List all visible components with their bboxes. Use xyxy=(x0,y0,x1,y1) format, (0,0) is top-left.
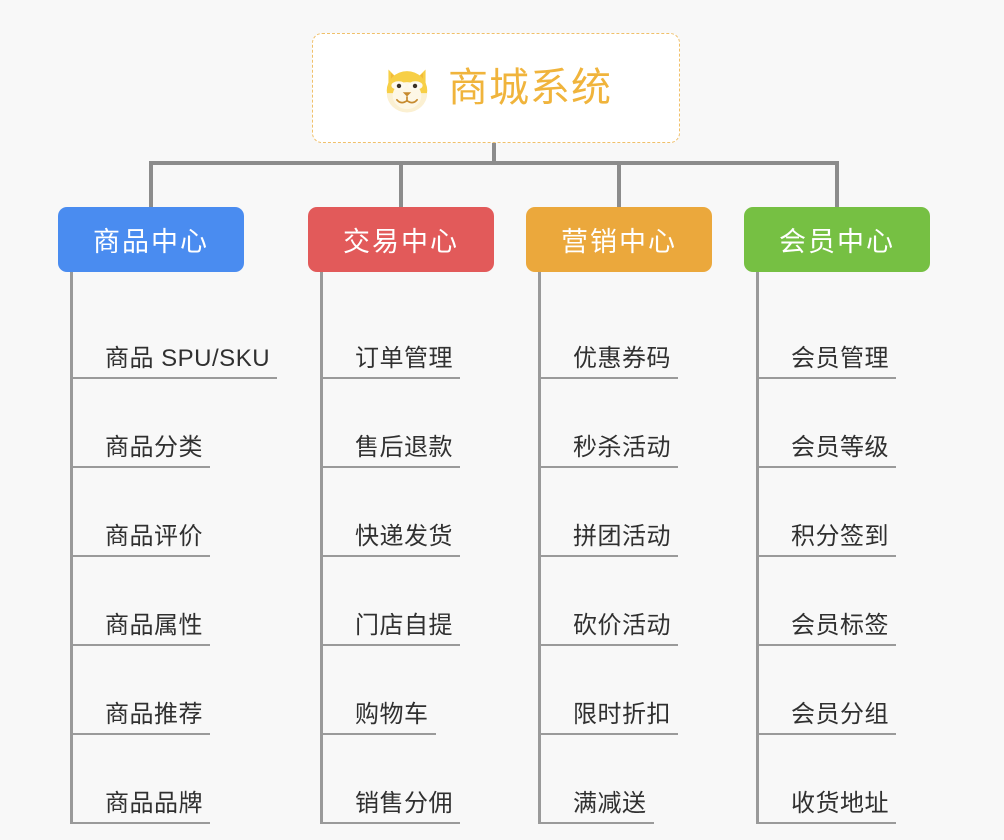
leaf-item-label: 商品品牌 xyxy=(105,790,203,817)
leaf-item[interactable]: 会员分组 xyxy=(756,646,974,735)
leaf-item[interactable]: 会员标签 xyxy=(756,557,974,646)
leaf-item[interactable]: 满减送 xyxy=(538,735,756,824)
leaf-item[interactable]: 销售分佣 xyxy=(320,735,538,824)
leaf-item[interactable]: 秒杀活动 xyxy=(538,379,756,468)
leaf-item-label: 优惠券码 xyxy=(573,345,671,372)
leaf-item-label: 满减送 xyxy=(573,790,647,817)
leaf-item-label: 会员管理 xyxy=(791,345,889,372)
leaf-item[interactable]: 商品品牌 xyxy=(70,735,288,824)
leaf-item-underline xyxy=(320,733,436,735)
leaf-item-label: 商品分类 xyxy=(105,434,203,461)
leaf-item-underline xyxy=(320,644,460,646)
leaf-item-underline xyxy=(538,555,678,557)
leaf-item-label: 积分签到 xyxy=(791,523,889,550)
leaf-item-label: 商品 SPU/SKU xyxy=(105,345,271,372)
leaf-item-label: 购物车 xyxy=(355,701,429,728)
leaf-item-underline xyxy=(756,555,896,557)
leaf-item-underline xyxy=(70,377,278,379)
leaf-item-label: 商品推荐 xyxy=(105,701,203,728)
branch-header-trade-center[interactable]: 交易中心 xyxy=(308,207,494,272)
branch-column-marketing-center: 营销中心 优惠券码秒杀活动拼团活动砍价活动限时折扣满减送 xyxy=(526,207,756,824)
branch-column-trade-center: 交易中心 订单管理售后退款快递发货门店自提购物车销售分佣 xyxy=(308,207,538,824)
leaf-item-underline xyxy=(70,555,210,557)
branch-header-marketing-center[interactable]: 营销中心 xyxy=(526,207,712,272)
leaf-item-label: 会员等级 xyxy=(791,434,889,461)
branch-column-product-center: 商品中心 商品 SPU/SKU 商品分类商品评价商品属性商品推荐商品品牌 xyxy=(58,207,288,824)
leaf-item-label: 会员标签 xyxy=(791,612,889,639)
connector-horizontal-bus xyxy=(149,161,837,165)
leaf-item-underline xyxy=(538,822,654,824)
leaf-item-underline xyxy=(320,377,460,379)
leaf-item-label: 订单管理 xyxy=(355,345,453,372)
leaf-item[interactable]: 会员管理 xyxy=(756,290,974,379)
root-node-mall-system[interactable]: 商城系统 xyxy=(312,33,680,143)
leaf-item[interactable]: 售后退款 xyxy=(320,379,538,468)
leaf-item[interactable]: 快递发货 xyxy=(320,468,538,557)
leaf-item[interactable]: 商品 SPU/SKU xyxy=(70,290,288,379)
leaf-item-underline xyxy=(538,377,678,379)
leaf-item[interactable]: 门店自提 xyxy=(320,557,538,646)
branch-column-member-center: 会员中心 会员管理会员等级积分签到会员标签会员分组收货地址 xyxy=(744,207,974,824)
leaf-item[interactable]: 会员等级 xyxy=(756,379,974,468)
branch-header-member-center[interactable]: 会员中心 xyxy=(744,207,930,272)
connector-root-stem xyxy=(492,143,496,163)
leaf-item-label: 秒杀活动 xyxy=(573,434,671,461)
leaf-item-underline xyxy=(756,644,896,646)
leaf-item[interactable]: 限时折扣 xyxy=(538,646,756,735)
branch-items-member-center: 会员管理会员等级积分签到会员标签会员分组收货地址 xyxy=(756,272,974,824)
connector-drop-member-center xyxy=(835,161,839,209)
connector-drop-trade-center xyxy=(399,161,403,209)
leaf-item[interactable]: 订单管理 xyxy=(320,290,538,379)
branch-items-trade-center: 订单管理售后退款快递发货门店自提购物车销售分佣 xyxy=(320,272,538,824)
leaf-item-label: 售后退款 xyxy=(355,434,453,461)
leaf-item[interactable]: 商品推荐 xyxy=(70,646,288,735)
leaf-item-underline xyxy=(756,733,896,735)
leaf-item-label: 收货地址 xyxy=(791,790,889,817)
leaf-item[interactable]: 砍价活动 xyxy=(538,557,756,646)
leaf-item-underline xyxy=(70,733,210,735)
leaf-item-label: 会员分组 xyxy=(791,701,889,728)
leaf-item-label: 砍价活动 xyxy=(573,612,671,639)
leaf-item-underline xyxy=(756,377,896,379)
leaf-item[interactable]: 购物车 xyxy=(320,646,538,735)
leaf-item[interactable]: 拼团活动 xyxy=(538,468,756,557)
branch-items-marketing-center: 优惠券码秒杀活动拼团活动砍价活动限时折扣满减送 xyxy=(538,272,756,824)
leaf-item-underline xyxy=(320,555,460,557)
leaf-item-underline xyxy=(756,466,896,468)
leaf-item-underline xyxy=(538,733,678,735)
leaf-item-underline xyxy=(70,644,210,646)
leaf-item[interactable]: 收货地址 xyxy=(756,735,974,824)
leaf-item[interactable]: 商品分类 xyxy=(70,379,288,468)
leaf-item-label: 商品属性 xyxy=(105,612,203,639)
leaf-item[interactable]: 商品评价 xyxy=(70,468,288,557)
leaf-item-underline xyxy=(320,822,460,824)
leaf-item-underline xyxy=(320,466,460,468)
leaf-item-underline xyxy=(70,466,210,468)
leaf-item-label: 商品评价 xyxy=(105,523,203,550)
leaf-item[interactable]: 积分签到 xyxy=(756,468,974,557)
connector-drop-product-center xyxy=(149,161,153,209)
root-node-title: 商城系统 xyxy=(448,66,612,110)
leaf-item-label: 门店自提 xyxy=(355,612,453,639)
leaf-item-label: 销售分佣 xyxy=(355,790,453,817)
leaf-item[interactable]: 优惠券码 xyxy=(538,290,756,379)
branch-header-product-center[interactable]: 商品中心 xyxy=(58,207,244,272)
leaf-item-underline xyxy=(756,822,896,824)
branch-items-product-center: 商品 SPU/SKU 商品分类商品评价商品属性商品推荐商品品牌 xyxy=(70,272,288,824)
leaf-item-label: 拼团活动 xyxy=(573,523,671,550)
leaf-item-label: 快递发货 xyxy=(355,523,453,550)
leaf-item-underline xyxy=(538,644,678,646)
connector-drop-marketing-center xyxy=(617,161,621,209)
leaf-item-label: 限时折扣 xyxy=(573,701,671,728)
leaf-item-underline xyxy=(70,822,210,824)
shiba-dog-icon xyxy=(386,69,428,113)
leaf-item-underline xyxy=(538,466,678,468)
leaf-item[interactable]: 商品属性 xyxy=(70,557,288,646)
